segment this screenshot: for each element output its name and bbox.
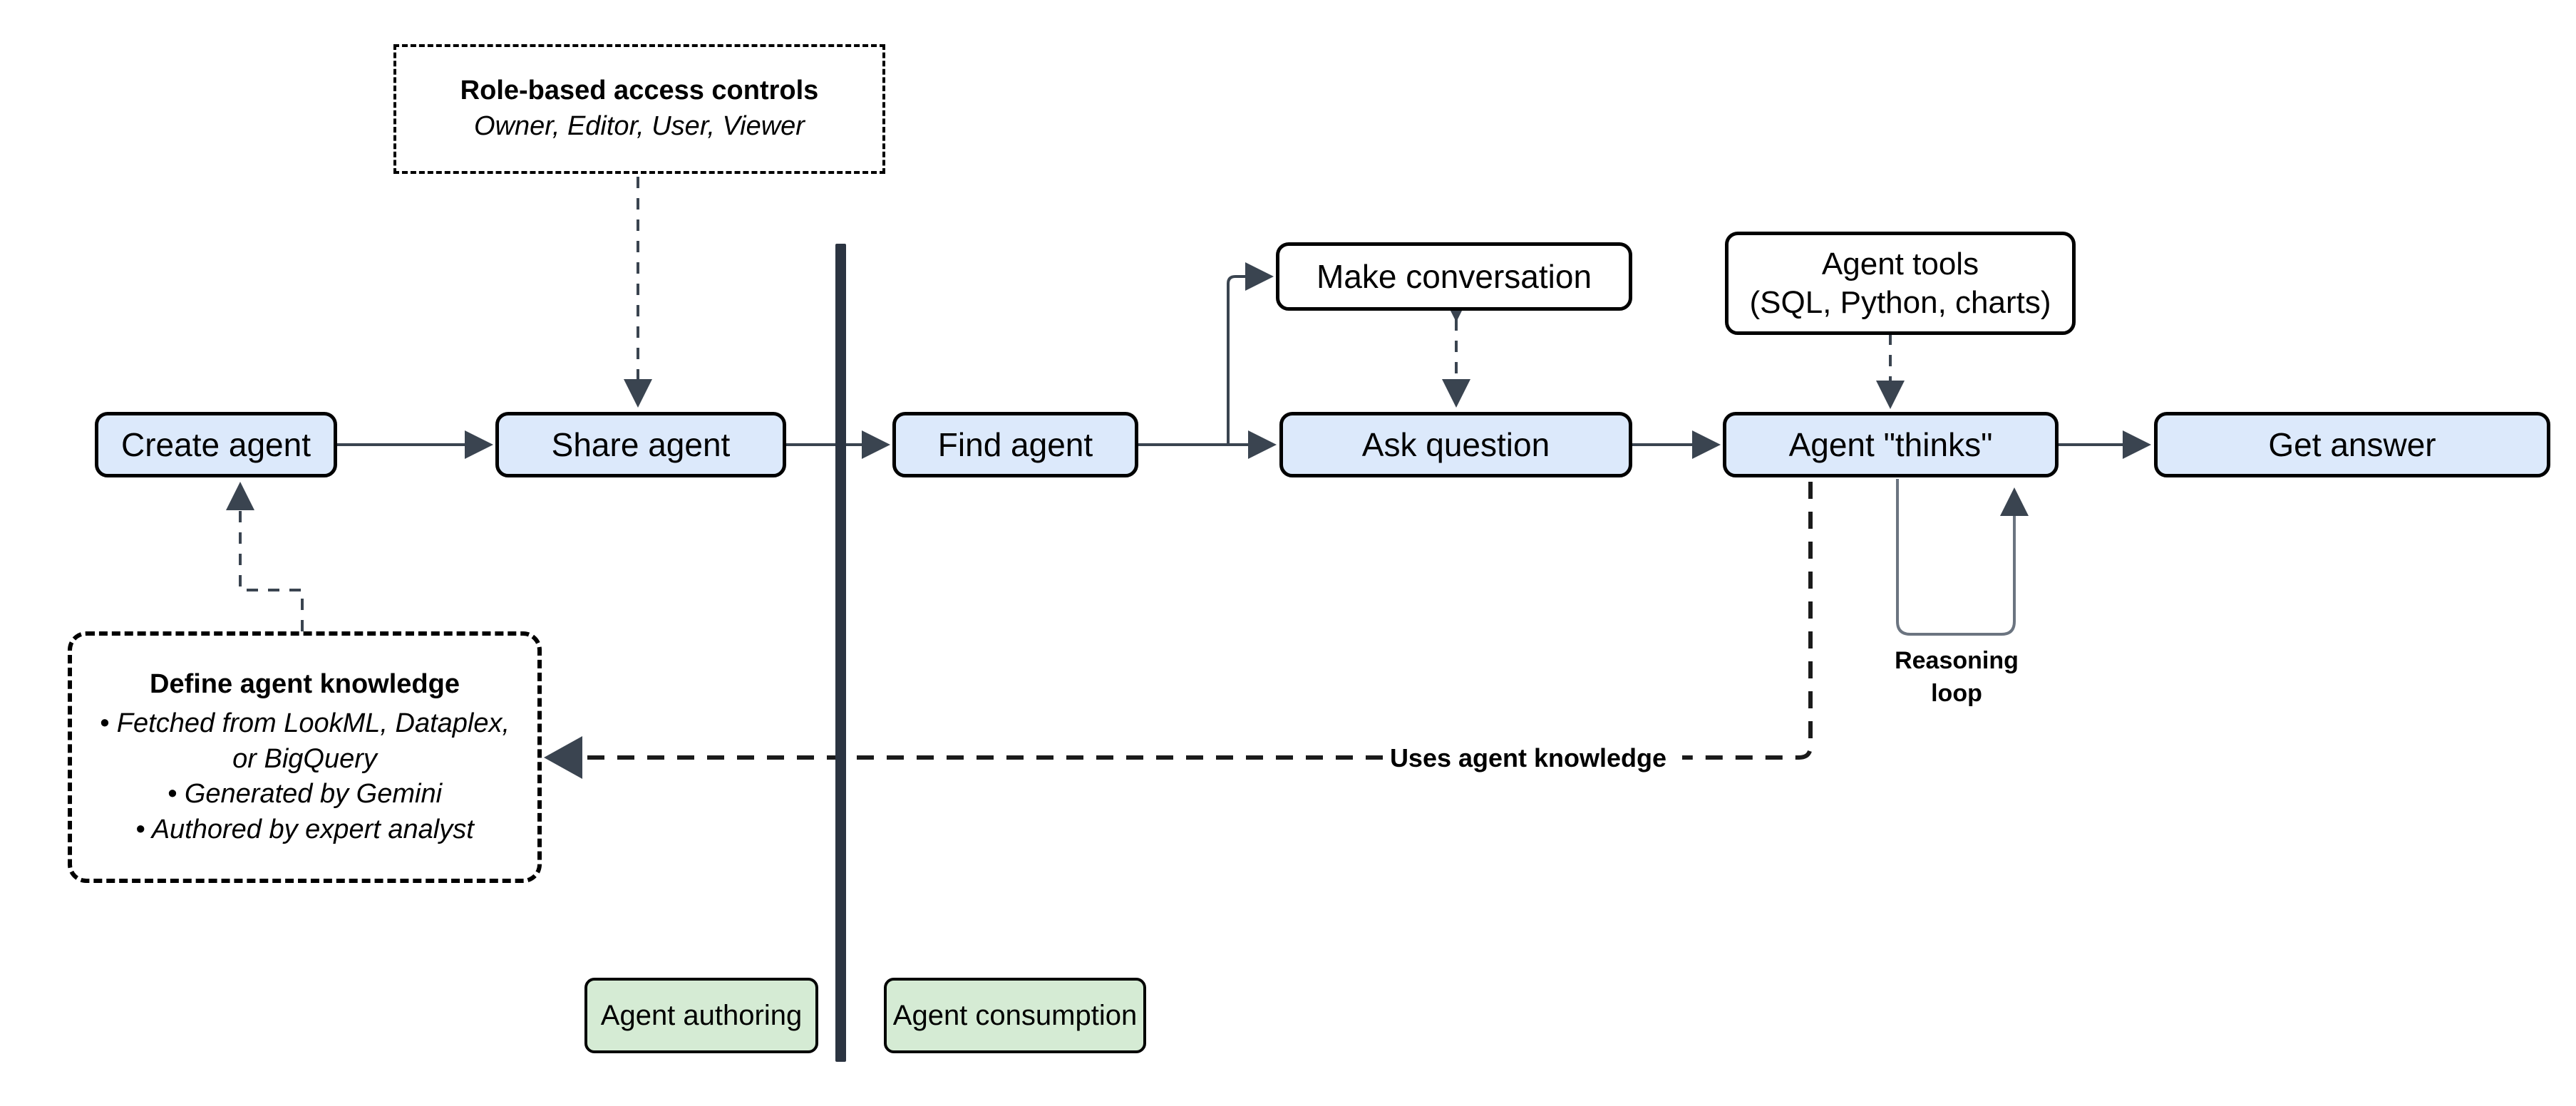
agent-tools-line-1: Agent tools — [1821, 246, 1979, 281]
node-make-conversation[interactable]: Make conversation — [1276, 242, 1632, 311]
agent-knowledge-title: Define agent knowledge — [150, 669, 460, 700]
knowledge-bullet-3: • Authored by expert analyst — [135, 814, 474, 844]
node-share-agent[interactable]: Share agent — [495, 412, 786, 477]
agent-tools-line-2: (SQL, Python, charts) — [1749, 284, 2051, 320]
node-find-agent[interactable]: Find agent — [892, 412, 1138, 477]
agent-knowledge-bullets: • Fetched from LookML, Dataplex, or BigQ… — [100, 706, 510, 847]
node-create-agent[interactable]: Create agent — [95, 412, 337, 477]
edge-label-uses-agent-knowledge: Uses agent knowledge — [1386, 741, 1671, 775]
reasoning-loop-line-1: Reasoning — [1895, 647, 2019, 674]
node-get-answer[interactable]: Get answer — [2154, 412, 2550, 477]
rbac-annotation: Role-based access controls Owner, Editor… — [393, 44, 885, 174]
knowledge-bullet-2: • Generated by Gemini — [167, 779, 443, 810]
swimlane-divider — [835, 244, 846, 1062]
lane-label-agent-authoring[interactable]: Agent authoring — [584, 978, 818, 1053]
rbac-title: Role-based access controls — [460, 75, 819, 105]
edge-label-reasoning-loop: Reasoning loop — [1875, 645, 2039, 710]
agent-knowledge-annotation: Define agent knowledge • Fetched from Lo… — [68, 631, 542, 883]
node-agent-tools[interactable]: Agent tools (SQL, Python, charts) — [1725, 232, 2076, 335]
rbac-subtitle: Owner, Editor, User, Viewer — [474, 111, 805, 142]
node-ask-question[interactable]: Ask question — [1279, 412, 1632, 477]
lane-label-agent-consumption[interactable]: Agent consumption — [884, 978, 1146, 1053]
node-agent-thinks[interactable]: Agent "thinks" — [1723, 412, 2059, 477]
reasoning-loop-line-2: loop — [1931, 679, 1982, 707]
knowledge-bullet-1: • Fetched from LookML, Dataplex, or BigQ… — [99, 708, 510, 774]
